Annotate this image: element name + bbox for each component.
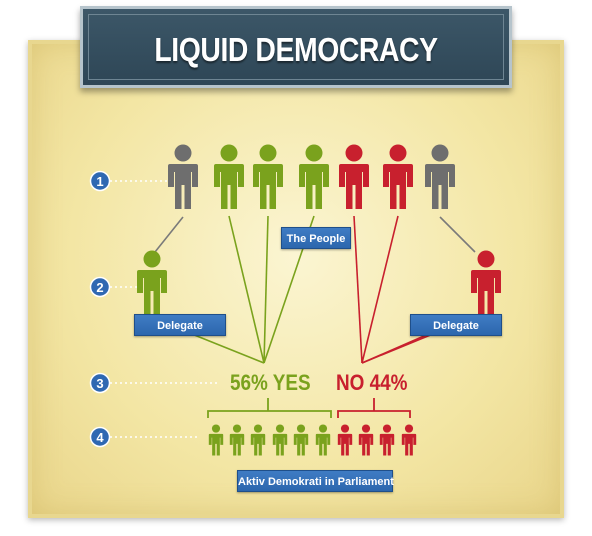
people-row [168,144,455,209]
seat-icon [250,424,266,456]
seat-icon [379,424,395,456]
seat-icon [229,424,245,456]
person-icon [383,144,413,209]
yes-vote-percentage: 56% YES [230,370,311,395]
delegate-right-label: Delegate [410,314,502,336]
person-icon [299,144,329,209]
person-icon [425,144,455,209]
step-4-marker: 4 [89,426,111,448]
the-people-label: The People [281,227,351,249]
delegate-left-icon [137,250,167,315]
seat-icon [358,424,374,456]
seat-icon [401,424,417,456]
title-banner: LIQUID DEMOCRACY [80,6,512,88]
person-icon [214,144,244,209]
step-guides [110,180,218,438]
parliament-brackets [207,398,411,418]
step-3-marker: 3 [89,372,111,394]
seat-icon [272,424,288,456]
step-2-marker: 2 [89,276,111,298]
seat-icon [208,424,224,456]
parliament-seats [208,424,417,456]
seat-icon [337,424,353,456]
delegate-right-icon [471,250,501,315]
step-3-label: 3 [96,376,103,391]
seat-icon [293,424,309,456]
no-vote-percentage: NO 44% [336,370,408,395]
page-title: LIQUID DEMOCRACY [154,31,438,68]
person-icon [168,144,198,209]
seat-icon [315,424,331,456]
step-2-label: 2 [96,280,103,295]
step-1-marker: 1 [89,170,111,192]
step-1-label: 1 [96,174,103,189]
step-4-label: 4 [96,430,104,445]
parliament-label: Aktiv Demokrati in Parliament [237,470,394,492]
person-icon [253,144,283,209]
person-icon [339,144,369,209]
delegate-left-label: Delegate [134,314,226,336]
